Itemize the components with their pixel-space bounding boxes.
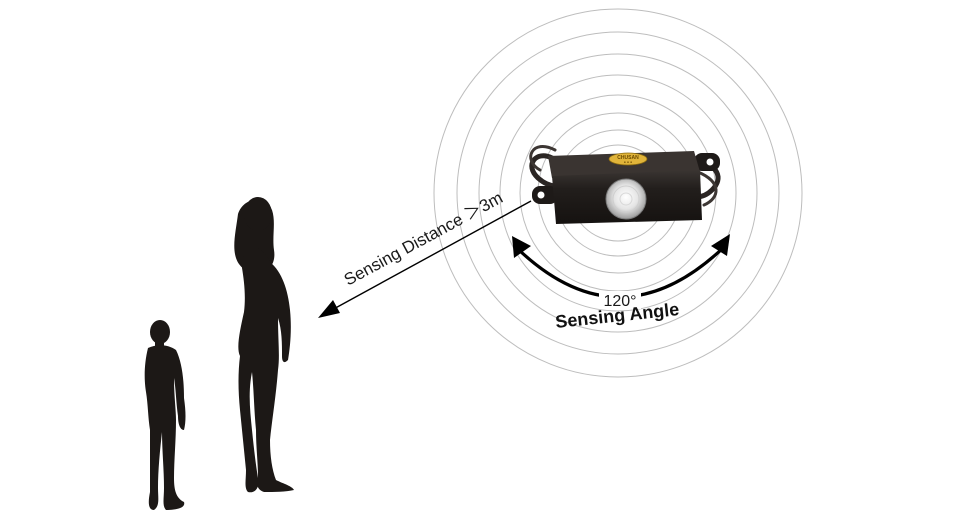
- woman-body: [238, 246, 294, 493]
- brand-badge-subtext: • • •: [624, 160, 632, 166]
- woman-head: [244, 197, 272, 231]
- mount-hole-left: [537, 191, 545, 199]
- angle-value-backdrop: [599, 291, 641, 309]
- brand-badge-text: CHUSAN: [617, 155, 639, 161]
- brand-badge: [608, 152, 648, 166]
- sensing-distance-label: Sensing Distance ＞3m: [341, 188, 506, 289]
- sensor-cable-right-2: [696, 170, 718, 207]
- ring-4: [499, 74, 737, 312]
- mount-tab-left: [532, 186, 558, 204]
- sensor-cable-left-2: [529, 145, 557, 172]
- angle-arc: [512, 234, 730, 299]
- sensing-angle-value: 120°: [603, 293, 636, 310]
- child-head: [150, 320, 170, 344]
- sensor-cable-left: [529, 153, 559, 189]
- lens-ring-inner: [619, 192, 633, 206]
- ring-3: [478, 53, 758, 333]
- child-silhouette-icon: [144, 320, 186, 510]
- mount-hole-right: [706, 158, 714, 166]
- child-body: [144, 345, 186, 510]
- angle-arrowhead-left: [512, 236, 531, 258]
- child-neck: [155, 341, 164, 349]
- woman-silhouette-icon: [234, 197, 294, 493]
- distance-arrow: [318, 200, 532, 318]
- angle-arrowhead-right: [711, 234, 730, 256]
- fresnel-lens-icon: [605, 178, 647, 220]
- ring-2: [456, 31, 780, 355]
- distance-arrow-line: [329, 200, 532, 312]
- sensing-rings: [433, 8, 803, 378]
- distance-arrowhead: [318, 300, 340, 318]
- pir-motion-sensor-icon: CHUSAN • • •: [529, 145, 721, 224]
- ring-1: [433, 8, 803, 378]
- lens-ring: [612, 185, 640, 213]
